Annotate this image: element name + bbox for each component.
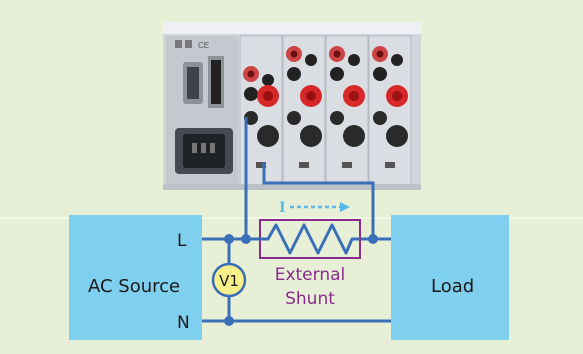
input-module-4: [368, 35, 412, 187]
junction-dot: [241, 234, 251, 244]
ce-mark: CE: [198, 41, 209, 50]
junction-dot: [224, 234, 234, 244]
interface-panel: CE: [166, 36, 238, 186]
shunt-label-line1: External: [275, 265, 346, 285]
terminal-l-label: L: [177, 231, 187, 251]
ac-source-box: [69, 215, 202, 340]
resistor-zigzag: [260, 223, 360, 255]
voltmeter-circle: [211, 262, 247, 298]
current-label: I: [279, 200, 286, 216]
input-module-2: [282, 35, 326, 187]
junction-dot: [368, 234, 378, 244]
voltmeter-label: V1: [219, 272, 239, 290]
ac-source-label: AC Source: [88, 276, 180, 297]
input-module-3: [325, 35, 369, 187]
load-box: [391, 215, 509, 340]
current-arrow-head: [340, 202, 350, 212]
terminal-n-label: N: [177, 313, 190, 333]
power-analyzer-instrument: CE: [163, 22, 421, 190]
shunt-label-line2: Shunt: [285, 289, 335, 309]
junction-dot: [224, 316, 234, 326]
load-label: Load: [431, 276, 474, 297]
